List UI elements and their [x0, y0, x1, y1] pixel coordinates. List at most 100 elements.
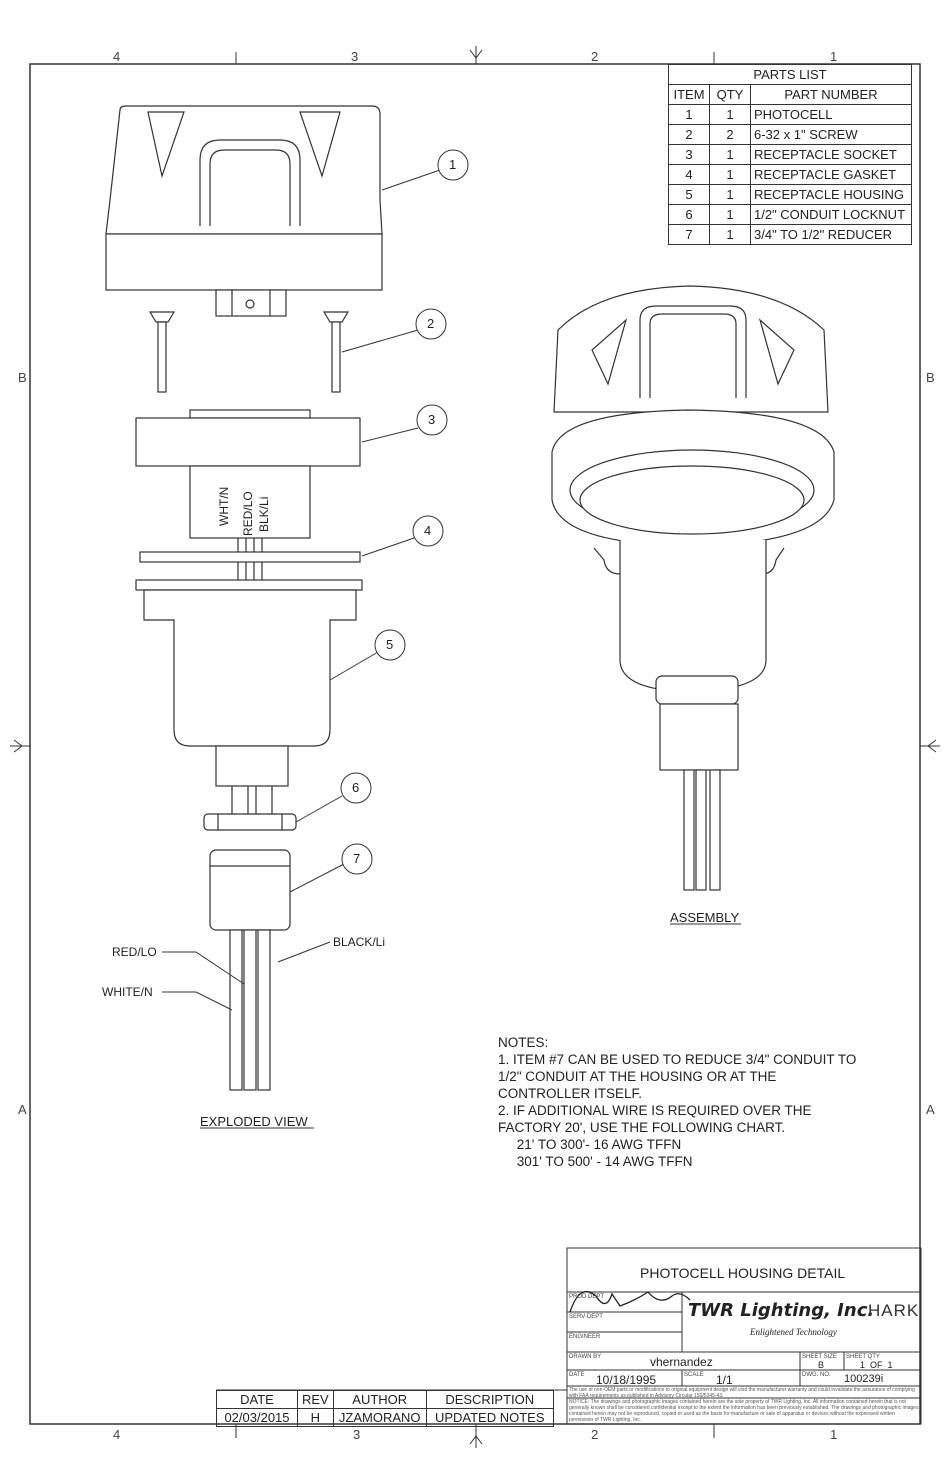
parts-item: 1	[668, 104, 710, 125]
rev-header-author: AUTHOR	[332, 1390, 427, 1409]
housing-part	[135, 579, 363, 830]
date-label: DATE	[569, 1372, 585, 1378]
scale-label: SCALE	[684, 1372, 704, 1378]
dwg-no-value: 100239i	[844, 1373, 884, 1385]
serv-dept-label: SERV DEPT	[569, 1314, 603, 1320]
exploded-wires	[229, 929, 271, 1091]
drawn-by-label: DRAWN BY	[569, 1354, 602, 1360]
parts-qty: 1	[709, 164, 751, 185]
revision-header: DATE REV AUTHOR DESCRIPTION	[216, 1390, 554, 1409]
zone-top-4: 4	[113, 49, 121, 64]
parts-item: 6	[668, 204, 710, 225]
parts-list-header: ITEM QTY PART NUMBER	[668, 84, 912, 105]
note-line: 301' TO 500' - 14 AWG TFFN	[498, 1154, 693, 1169]
zone-left-b: B	[18, 370, 27, 385]
callout-bubbles	[340, 149, 469, 875]
socket-part	[135, 409, 361, 580]
callout-3: 3	[428, 412, 436, 427]
zone-top-1: 1	[830, 49, 838, 64]
wire-label-black: BLACK/Li	[333, 935, 386, 949]
notes-heading: NOTES:	[498, 1035, 549, 1050]
revision-table: DATE REV AUTHOR DESCRIPTION 02/03/2015 H…	[216, 1390, 554, 1427]
parts-header-part-number: PART NUMBER	[750, 84, 912, 105]
sheet-size-value: B	[818, 1360, 825, 1370]
parts-part-number: RECEPTACLE GASKET	[750, 164, 912, 185]
rev-author: JZAMORANO	[332, 1408, 427, 1427]
rev-date: 02/03/2015	[216, 1408, 298, 1427]
parts-header-item: ITEM	[668, 84, 710, 105]
assembly-view	[551, 285, 835, 891]
parts-qty: 1	[709, 104, 751, 125]
center-marks	[10, 46, 940, 1448]
parts-part-number: 1/2" CONDUIT LOCKNUT	[750, 204, 912, 225]
note-line: CONTROLLER ITSELF.	[498, 1086, 643, 1101]
note-line: 1. ITEM #7 CAN BE USED TO REDUCE 3/4" CO…	[498, 1052, 857, 1067]
callout-1: 1	[449, 157, 457, 172]
socket-label-red: RED/LO	[241, 491, 255, 536]
prod-dept-label: PROD DEPT	[569, 1294, 605, 1300]
wire-label-red: RED/LO	[112, 945, 157, 959]
parts-part-number: RECEPTACLE SOCKET	[750, 144, 912, 165]
parts-part-number: RECEPTACLE HOUSING	[750, 184, 912, 205]
zone-right-a: A	[926, 1102, 935, 1117]
rev-header-date: DATE	[216, 1390, 298, 1409]
callout-7: 7	[353, 851, 361, 866]
parts-qty: 1	[709, 204, 751, 225]
parts-item: 7	[668, 224, 710, 245]
note-line: 1/2" CONDUIT AT THE HOUSING OR AT THE	[498, 1069, 777, 1084]
zone-bottom-2: 2	[591, 1427, 599, 1442]
callout-5: 5	[386, 637, 394, 652]
exploded-view	[105, 105, 383, 1091]
title-block	[566, 1247, 922, 1425]
signature	[569, 1291, 691, 1313]
callout-4: 4	[424, 523, 432, 538]
parts-qty: 1	[709, 224, 751, 245]
parts-item: 4	[668, 164, 710, 185]
photocell-part	[105, 105, 383, 317]
zone-bottom-3: 3	[353, 1427, 361, 1442]
parts-item: 5	[668, 184, 710, 205]
parts-qty: 1	[709, 144, 751, 165]
rev-letter: H	[297, 1408, 334, 1427]
drawn-by-value: vhernandez	[650, 1355, 713, 1369]
date-value: 10/18/1995	[596, 1373, 657, 1387]
callout-leaders	[162, 169, 441, 1011]
parts-header-qty: QTY	[709, 84, 751, 105]
ownership-notice: NOTICE: The drawings and photographic im…	[569, 1399, 919, 1423]
locknut-part	[203, 813, 297, 831]
zone-left-a: A	[18, 1102, 27, 1117]
parts-item: 2	[668, 124, 710, 145]
wire-label-white: WHITE/N	[102, 985, 153, 999]
brand-logo: HARK	[868, 1301, 920, 1320]
socket-label-blk: BLK/Li	[257, 496, 271, 532]
dwg-no-label: DWG. NO.	[802, 1372, 831, 1378]
parts-qty: 2	[709, 124, 751, 145]
callout-6: 6	[352, 780, 360, 795]
zone-bottom-1: 1	[830, 1427, 838, 1442]
drawing-title: PHOTOCELL HOUSING DETAIL	[640, 1265, 846, 1281]
exploded-view-title: EXPLODED VIEW	[200, 1114, 308, 1129]
sheet-qty-label: SHEET QTY	[846, 1354, 880, 1360]
rev-header-rev: REV	[297, 1390, 334, 1409]
parts-part-number: 3/4" TO 1/2" REDUCER	[750, 224, 912, 245]
parts-part-number: 6-32 x 1" SCREW	[750, 124, 912, 145]
note-line: 2. IF ADDITIONAL WIRE IS REQUIRED OVER T…	[498, 1103, 812, 1118]
company-tagline: Enlightened Technology	[750, 1327, 837, 1337]
zone-right-b: B	[926, 370, 935, 385]
gasket-part	[139, 551, 361, 563]
screw-parts	[148, 311, 350, 393]
rev-header-description: DESCRIPTION	[425, 1390, 554, 1409]
parts-qty: 1	[709, 184, 751, 205]
callout-2: 2	[427, 316, 435, 331]
note-line: FACTORY 20', USE THE FOLLOWING CHART.	[498, 1120, 786, 1135]
rev-description: UPDATED NOTES	[425, 1408, 554, 1427]
note-line: 21' TO 300'- 16 AWG TFFN	[498, 1137, 682, 1152]
